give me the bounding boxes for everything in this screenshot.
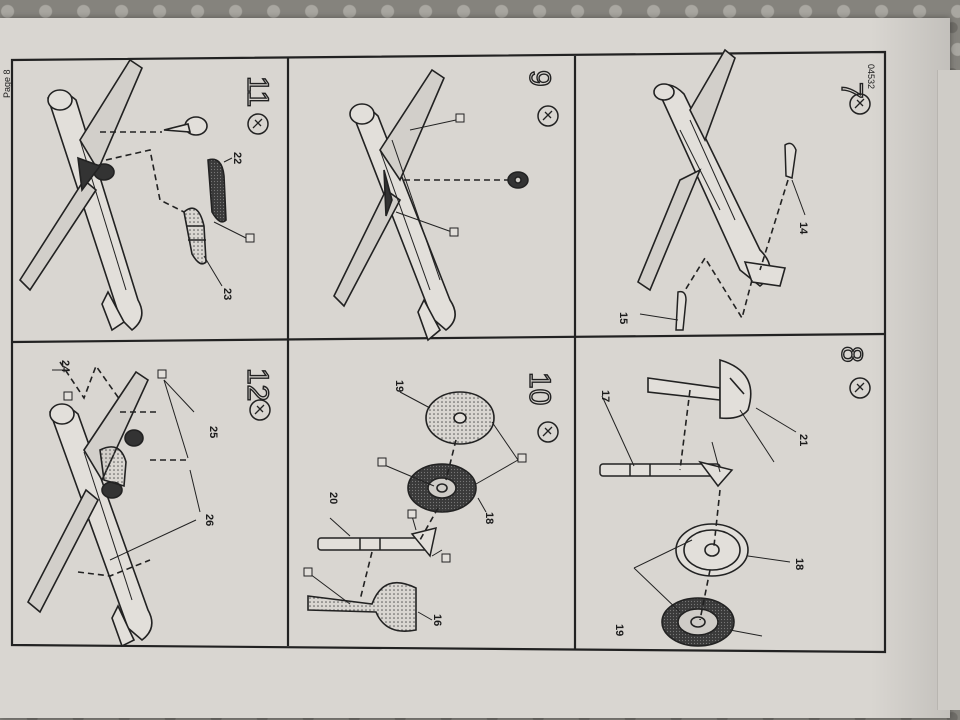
step-11-part-label-22: 22: [231, 152, 243, 164]
page-footer: Page 8: [2, 69, 12, 98]
step-8-part-label-18: 18: [793, 558, 805, 570]
sheet-shadow: [870, 18, 950, 718]
part-18-wheel: [675, 523, 749, 577]
part-19-tire: [661, 597, 735, 647]
step-10-label: 10: [523, 372, 556, 405]
part-19-tire-step10: [425, 391, 495, 445]
step-10-part-label-18: 18: [483, 512, 495, 524]
step-11-glue-icon: [247, 113, 269, 135]
part-15-shape: [675, 290, 687, 331]
step-9-glue-marks: [449, 113, 465, 237]
step-12-glue-icon: [249, 399, 271, 421]
step-7-panel: 7 14 15: [617, 48, 871, 331]
part-20-strut: [317, 526, 437, 558]
instruction-sheet: [0, 18, 950, 718]
step-7-aircraft: [637, 48, 787, 292]
part-16-door: [307, 581, 417, 632]
step-11-part-label-23: 23: [221, 288, 233, 300]
step-7-tool-icon: [849, 93, 871, 115]
step-8-part-label-21: 21: [797, 434, 809, 446]
step-12-aircraft: [26, 370, 153, 648]
step-8-glue-icon: [849, 377, 871, 399]
step-9-glue-icon: [537, 105, 559, 127]
step-7-part-label-15: 15: [617, 312, 629, 324]
step-11-aircraft: [18, 58, 143, 332]
step-7-label: 7: [835, 82, 868, 99]
step-10-part-label-19: 19: [393, 380, 405, 392]
step-10-glue-icon: [537, 421, 559, 443]
step-9-label: 9: [523, 70, 556, 87]
step-11-glue-mark: [245, 233, 255, 243]
step-11-spinner: [163, 116, 208, 136]
step-8-part-label-17: 17: [599, 390, 611, 402]
part-22-shape: [207, 158, 227, 223]
step-12-panel: 12 24: [26, 360, 275, 648]
step-10-part-label-16: 16: [431, 614, 443, 626]
step-12-part-label-24: 24: [59, 360, 71, 373]
step-10-glue-marks: [303, 453, 527, 577]
step-12-part-label-26: 26: [203, 514, 215, 526]
part-18-wheel-step10: [407, 463, 477, 513]
step-9-tailwheel: [507, 171, 529, 189]
step-8-part-label-19: 19: [613, 624, 625, 636]
panel-grid: [10, 50, 887, 654]
step-7-parts: [675, 142, 797, 331]
step-8-panel: 8: [599, 345, 871, 647]
step-12-label: 12: [241, 368, 274, 401]
step-9-panel: 9: [333, 68, 559, 342]
step-7-callouts: [683, 179, 789, 321]
step-10-panel: 10: [303, 371, 559, 632]
step-10-part-label-20: 20: [327, 492, 339, 504]
part-14-shape: [784, 142, 797, 179]
underlying-sheet-edge: [937, 70, 960, 710]
step-7-glue-icon: [854, 98, 865, 109]
step-12-part-label-25: 25: [207, 426, 219, 438]
step-11-panel: 11: [18, 58, 275, 332]
part-17-shape: [599, 460, 734, 488]
step-8-label: 8: [835, 346, 868, 363]
part-21-shape: [647, 358, 752, 420]
step-7-number: 7: [834, 81, 871, 115]
step-11-label: 11: [241, 76, 274, 107]
step-9-aircraft: [333, 68, 456, 342]
part-23-shape: [183, 207, 207, 265]
step-12-glue-marks: [63, 369, 167, 401]
step-7-part-label-14: 14: [797, 222, 809, 235]
document-code: 04532: [866, 64, 876, 90]
